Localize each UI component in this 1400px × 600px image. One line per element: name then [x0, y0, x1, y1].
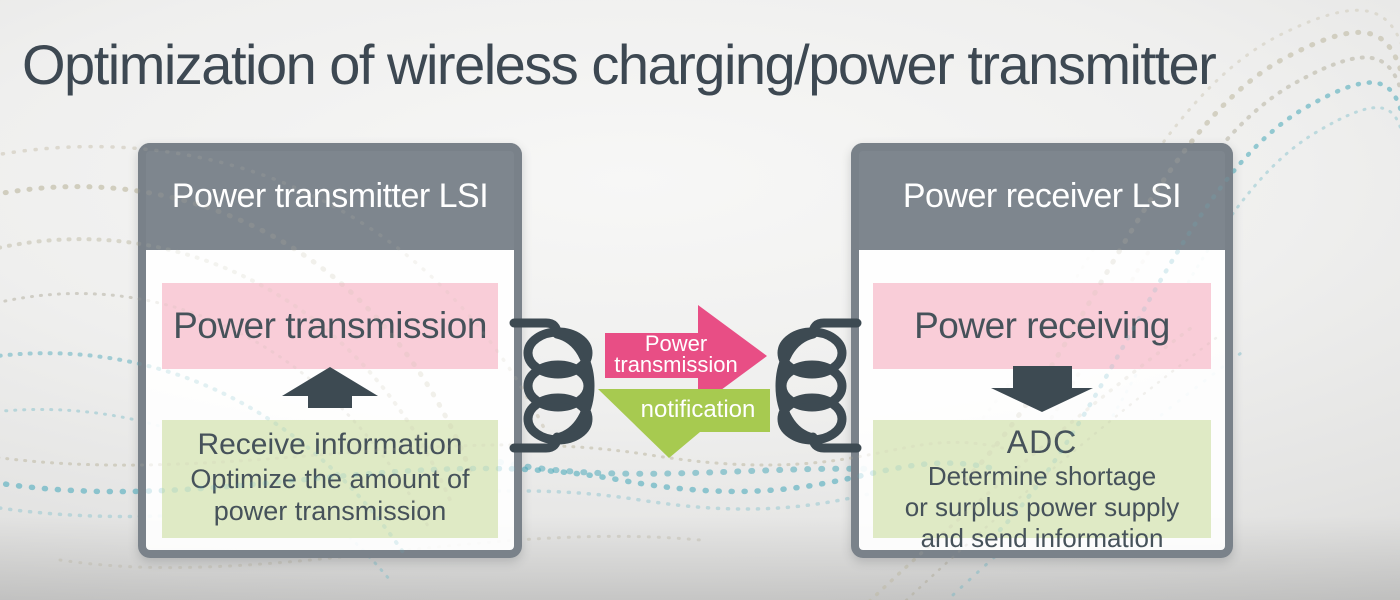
power-transmission-box: Power transmission [162, 283, 498, 369]
notification-arrow-label: notification [640, 396, 756, 423]
power-transmission-label: Power transmission [173, 305, 487, 346]
notification-arrow-icon [598, 389, 770, 458]
adc-line1: Determine shortage [927, 460, 1157, 491]
adc-box: ADC Determine shortage or surplus power … [873, 420, 1211, 553]
adc-heading: ADC [1006, 424, 1078, 460]
transmitter-panel-header: Power transmitter LSI [138, 143, 522, 250]
transmitter-panel-title: Power transmitter LSI [171, 177, 489, 215]
receive-information-line2: power transmission [213, 496, 447, 527]
receive-information-line1: Optimize the amount of [190, 463, 470, 494]
receiver-panel: Power receiver LSI Power receiving ADC D… [851, 143, 1233, 558]
transmitter-panel: Power transmitter LSI Power transmission… [138, 143, 522, 558]
receive-information-box: Receive information Optimize the amount … [162, 420, 498, 538]
receiver-panel-title: Power receiver LSI [902, 177, 1182, 215]
transmitter-coil-icon [509, 318, 595, 453]
power-receiving-box: Power receiving [873, 283, 1211, 369]
adc-line3: and send information [920, 523, 1164, 554]
power-arrow-line1: Power [644, 331, 708, 356]
receiver-coil-icon [775, 318, 862, 453]
adc-line2: or surplus power supply [904, 491, 1180, 522]
power-transmission-arrow-label: Power transmission [596, 331, 756, 377]
power-transmission-arrow-icon [605, 305, 767, 407]
diagram-title: Optimization of wireless charging/power … [22, 33, 1217, 96]
power-arrow-line2: transmission [614, 352, 738, 377]
power-receiving-label: Power receiving [914, 305, 1170, 346]
receiver-panel-header: Power receiver LSI [851, 143, 1233, 250]
receive-information-heading: Receive information [197, 428, 463, 461]
